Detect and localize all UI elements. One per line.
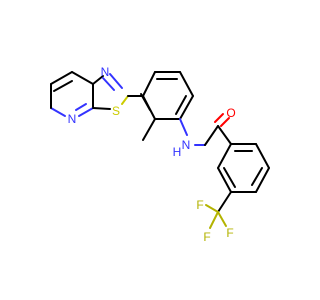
bond <box>214 113 224 123</box>
bond <box>204 125 219 146</box>
trifluoromethylphenyl-ring <box>217 143 270 213</box>
bond <box>217 143 232 169</box>
bond <box>142 71 156 97</box>
bond <box>102 77 115 91</box>
fluorine-label-2: F <box>226 226 233 240</box>
methyl-bond <box>142 118 156 141</box>
bond <box>50 107 66 117</box>
bond <box>179 71 194 97</box>
thiazole-nitrogen-label: N <box>101 65 110 79</box>
bond <box>217 211 227 227</box>
bond <box>217 125 232 145</box>
trifluoromethyl-group <box>205 204 227 229</box>
bond <box>109 73 123 89</box>
thiazole-sulfur-label: S <box>112 104 120 118</box>
bond <box>92 75 104 85</box>
bond <box>175 95 187 115</box>
bond <box>217 191 232 213</box>
bond <box>220 117 230 127</box>
amide-linker <box>179 113 232 146</box>
bond <box>209 211 219 229</box>
bond <box>140 93 151 111</box>
bond <box>71 71 94 85</box>
bond <box>78 107 94 117</box>
carbonyl-oxygen-label: O <box>226 106 235 120</box>
fluorine-label-1: F <box>196 198 203 212</box>
bond <box>75 103 87 111</box>
bond <box>255 167 270 193</box>
amide-hydrogen-label: H <box>173 145 182 159</box>
bond <box>205 204 219 213</box>
pyridine-nitrogen-label: N <box>68 112 77 126</box>
thiazole-ring <box>92 73 144 110</box>
bond <box>255 143 270 169</box>
bond <box>251 167 263 186</box>
bond <box>179 95 194 120</box>
fluorine-label-3: F <box>203 230 210 244</box>
bond <box>50 71 73 85</box>
bond <box>92 107 111 110</box>
bond <box>53 80 73 92</box>
bond <box>223 167 236 188</box>
amide-nitrogen-label: N <box>182 138 191 152</box>
molecule-structure-diagram: N N S N H O F F F <box>50 65 270 244</box>
bond <box>217 167 232 193</box>
methylphenyl-ring <box>140 71 194 141</box>
bond <box>179 118 188 136</box>
pyridine-ring <box>50 71 94 117</box>
bond <box>121 95 129 105</box>
